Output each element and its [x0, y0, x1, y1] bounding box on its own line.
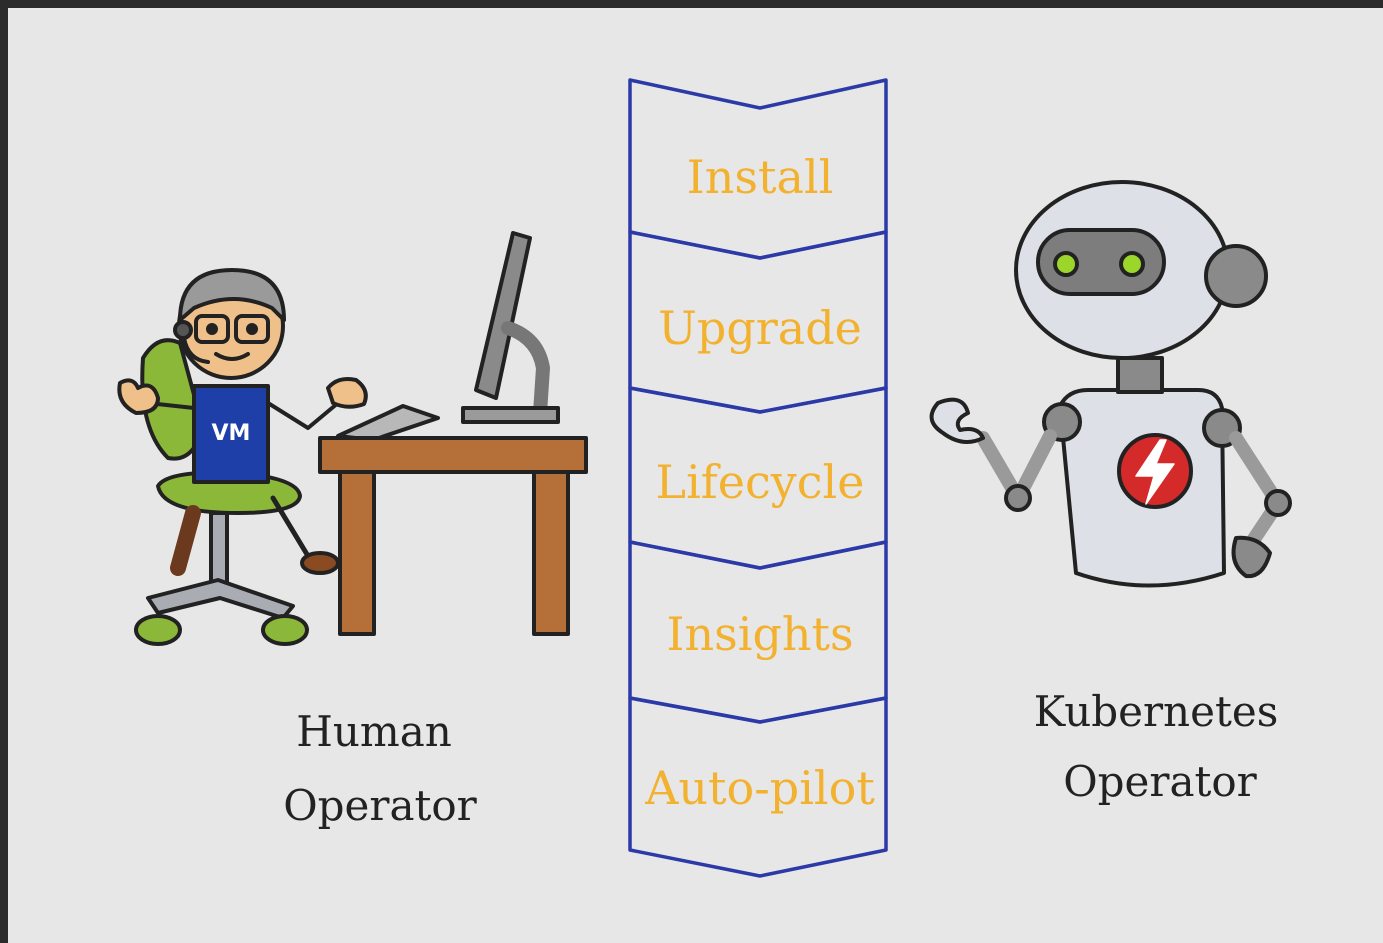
keyboard: [336, 404, 440, 442]
shirt-logo: VM: [212, 421, 251, 446]
robot-illustration: [929, 180, 1292, 588]
human-operator-illustration: VM: [117, 231, 588, 646]
robot-neck: [1116, 356, 1164, 394]
desk-top: [318, 436, 588, 474]
diagram-canvas: VM Human Operator: [8, 8, 1383, 943]
robot-ear: [1204, 244, 1268, 308]
chair-post: [209, 511, 229, 585]
stage-autopilot-box: [628, 696, 888, 878]
robot-eye-right: [1119, 251, 1145, 277]
human-label-line1: Human: [296, 707, 452, 756]
lightning-icon: [1135, 439, 1175, 505]
leg-back: [170, 505, 201, 576]
robot-label-line1: Kubernetes: [1034, 687, 1279, 736]
hand-right: [326, 377, 368, 409]
robot-hand-left: [929, 397, 985, 444]
chair-wheel-left: [134, 614, 182, 646]
desk-leg-left: [338, 470, 376, 636]
stage-column: [628, 78, 888, 878]
shirt: [192, 384, 270, 484]
chair-wheel-right: [261, 614, 309, 646]
stage-autopilot-label: Auto-pilot: [644, 761, 875, 815]
monitor-base: [461, 406, 560, 424]
hand-left: [117, 378, 160, 415]
stage-lifecycle-label: Lifecycle: [656, 455, 865, 509]
robot-label-line2: Operator: [1063, 757, 1257, 806]
shoe: [300, 551, 340, 575]
robot-eye-left: [1053, 251, 1079, 277]
desk-leg-right: [532, 470, 570, 636]
glasses-left: [194, 314, 230, 344]
stage-upgrade-label: Upgrade: [658, 301, 862, 355]
stage-install-label: Install: [687, 150, 834, 204]
stage-insights-label: Insights: [666, 607, 853, 661]
robot-visor: [1036, 228, 1166, 296]
headset-mic: [182, 336, 210, 364]
arm-right: [266, 401, 340, 430]
monitor-stand: [501, 321, 550, 420]
robot-hand-right: [1231, 535, 1272, 579]
chair-base: [146, 578, 295, 620]
headset-ear: [173, 320, 193, 340]
hair: [178, 268, 286, 322]
human-label-line2: Operator: [283, 781, 477, 830]
leg-front: [270, 495, 311, 559]
diagram-svg: VM Human Operator: [117, 78, 1292, 878]
glasses-right: [234, 314, 270, 344]
smile: [214, 352, 250, 361]
monitor-screen: [474, 231, 532, 400]
